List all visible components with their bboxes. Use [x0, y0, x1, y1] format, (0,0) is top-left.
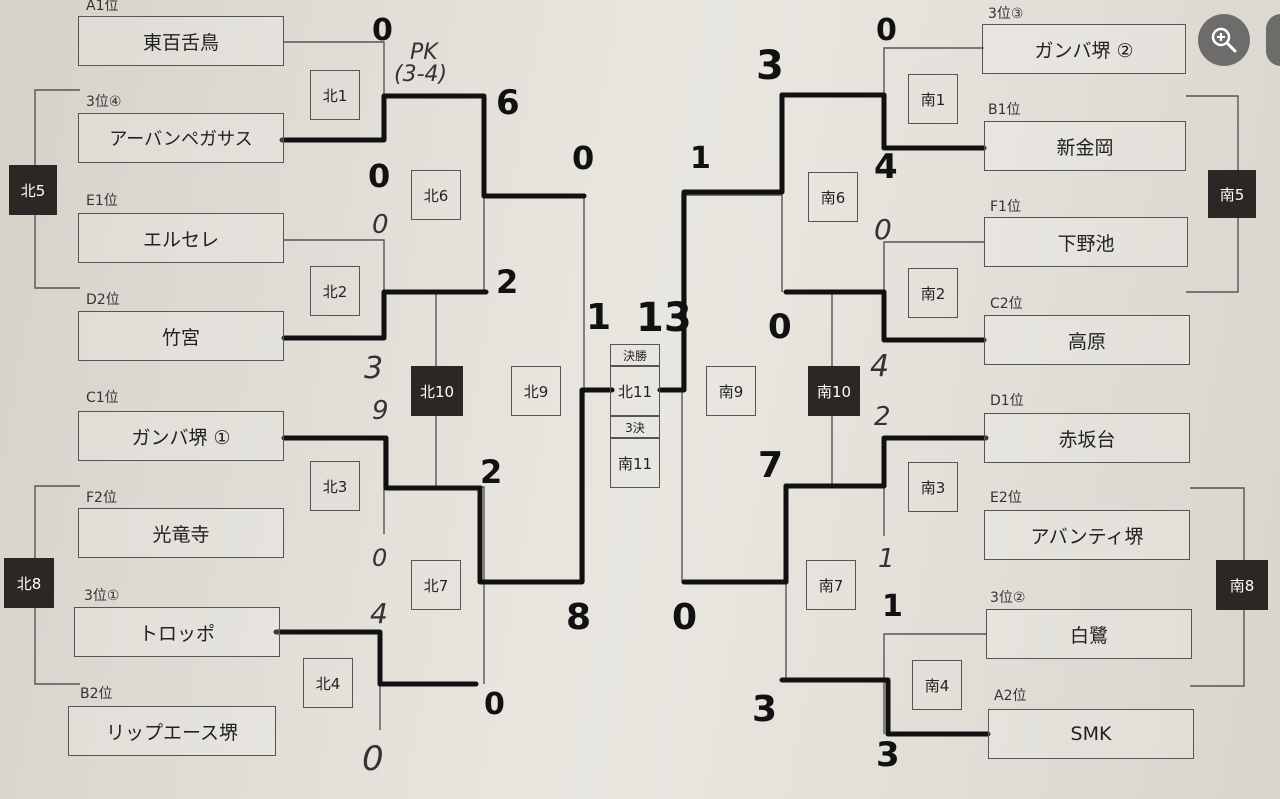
- match-box-dark: 北5: [9, 165, 57, 215]
- team-box: アーバンペガサス: [78, 113, 284, 163]
- team-rank-label: E1位: [86, 193, 118, 209]
- match-box: 北3: [310, 461, 360, 511]
- pk-score: (3-4): [394, 62, 448, 87]
- match-box-third: 南11: [610, 438, 660, 488]
- score: 3: [752, 689, 778, 730]
- team-rank-label: D1位: [990, 393, 1024, 409]
- score: 0: [372, 13, 393, 48]
- score: 3: [364, 351, 384, 386]
- score: 0: [572, 139, 595, 177]
- final-label: 決勝: [610, 344, 660, 366]
- team-rank-label: F2位: [86, 490, 117, 506]
- match-box: 南7: [806, 560, 856, 610]
- team-rank-label: F1位: [990, 199, 1021, 215]
- match-box-dark: 北10: [411, 366, 463, 416]
- team-box: 新金岡: [984, 121, 1186, 171]
- team-box: トロッポ: [74, 607, 280, 657]
- match-box: 南9: [706, 366, 756, 416]
- match-box: 北4: [303, 658, 353, 708]
- match-box: 南2: [908, 268, 958, 318]
- match-box: 北6: [411, 170, 461, 220]
- score: 8: [566, 597, 592, 638]
- score: 0: [876, 13, 897, 48]
- team-box: ガンバ堺 ②: [982, 24, 1186, 74]
- next-control[interactable]: [1266, 14, 1280, 66]
- zoom-in-button[interactable]: [1198, 14, 1250, 66]
- score: 0: [768, 307, 792, 347]
- team-rank-label: C2位: [990, 296, 1023, 312]
- score: 0: [362, 739, 384, 779]
- team-box: 白鷺: [986, 609, 1192, 659]
- score: 0: [484, 687, 505, 722]
- score: 1: [882, 589, 903, 624]
- team-rank-label: C1位: [86, 390, 119, 406]
- match-box: 南6: [808, 172, 858, 222]
- team-box: SMK: [988, 709, 1194, 759]
- score: 0: [372, 544, 388, 572]
- third-place-label: 3決: [610, 416, 660, 438]
- match-box-final: 北11: [610, 366, 660, 416]
- match-box: 南4: [912, 660, 962, 710]
- score: 4: [870, 349, 890, 384]
- score: 13: [636, 295, 692, 341]
- team-rank-label: 3位④: [86, 94, 122, 110]
- zoom-in-icon: [1211, 27, 1237, 53]
- score: 6: [496, 83, 520, 123]
- score: 1: [878, 544, 895, 574]
- match-box: 北1: [310, 70, 360, 120]
- team-rank-label: 3位③: [988, 6, 1024, 22]
- team-rank-label: 3位②: [990, 590, 1026, 606]
- score: 3: [756, 43, 784, 89]
- score: 1: [690, 141, 711, 176]
- team-rank-label: B1位: [988, 102, 1021, 118]
- team-rank-label: A1位: [86, 0, 119, 14]
- match-box-dark: 南5: [1208, 170, 1256, 218]
- team-rank-label: 3位①: [84, 588, 120, 604]
- team-box: 高原: [984, 315, 1190, 365]
- pk-label: PK: [410, 40, 438, 65]
- team-rank-label: D2位: [86, 292, 120, 308]
- score: 2: [496, 263, 519, 301]
- team-box: 光竜寺: [78, 508, 284, 558]
- team-rank-label: E2位: [990, 490, 1022, 506]
- score: 0: [372, 210, 389, 240]
- score: 4: [874, 147, 898, 187]
- match-box-dark: 南10: [808, 366, 860, 416]
- score: 2: [480, 453, 503, 491]
- score: 0: [874, 213, 892, 246]
- match-box: 南1: [908, 74, 958, 124]
- team-box: リップエース堺: [68, 706, 276, 756]
- match-box-dark: 北8: [4, 558, 54, 608]
- team-box: 下野池: [984, 217, 1188, 267]
- team-box: ガンバ堺 ①: [78, 411, 284, 461]
- score: 3: [876, 735, 900, 775]
- score: 7: [758, 445, 784, 486]
- team-rank-label: B2位: [80, 686, 113, 702]
- team-box: 赤坂台: [984, 413, 1190, 463]
- match-box: 南3: [908, 462, 958, 512]
- score: 1: [586, 297, 612, 338]
- team-box: アバンティ堺: [984, 510, 1190, 560]
- match-box-dark: 南8: [1216, 560, 1268, 610]
- score: 4: [370, 597, 388, 630]
- score: 9: [372, 396, 389, 426]
- team-box: エルセレ: [78, 213, 284, 263]
- match-box: 北2: [310, 266, 360, 316]
- team-rank-label: A2位: [994, 688, 1027, 704]
- team-box: 東百舌鳥: [78, 16, 284, 66]
- match-box: 北9: [511, 366, 561, 416]
- team-box: 竹宮: [78, 311, 284, 361]
- score: 2: [874, 402, 891, 432]
- score: 0: [368, 157, 391, 195]
- score: 0: [672, 597, 698, 638]
- match-box: 北7: [411, 560, 461, 610]
